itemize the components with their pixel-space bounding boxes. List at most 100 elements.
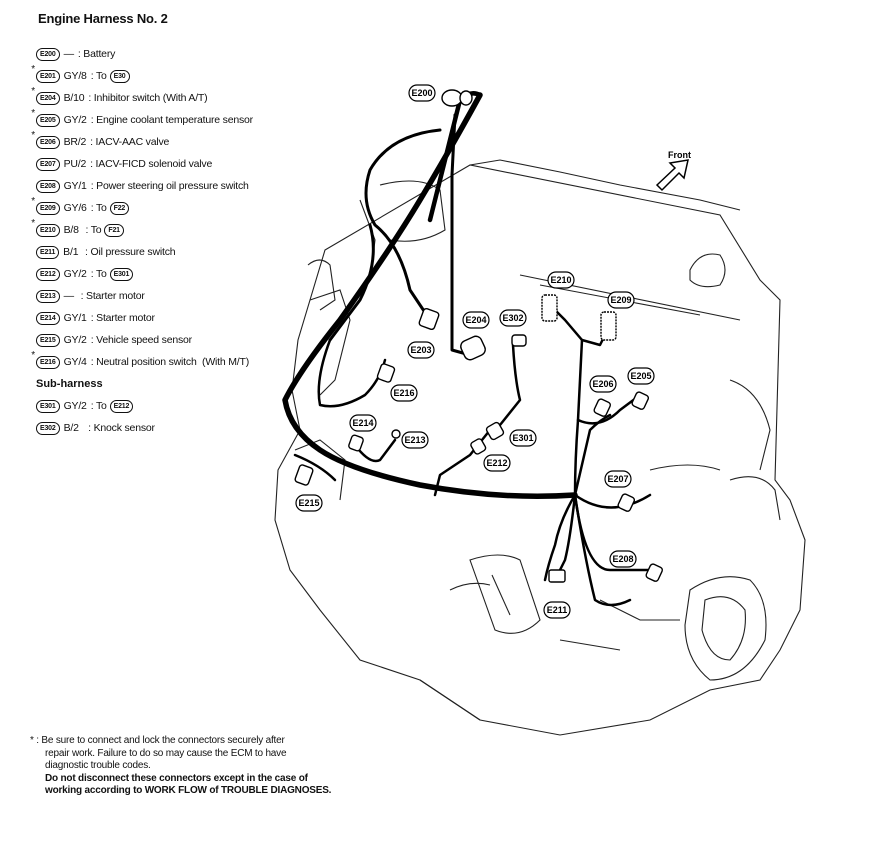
connector-badge: E216 (36, 355, 60, 369)
required-star: * (31, 86, 35, 97)
connector-description: : Starter motor (77, 290, 145, 302)
connector-label-e203: E203 (407, 341, 435, 359)
wire-spec: B/10 (63, 92, 85, 104)
connector-badge: E208 (36, 179, 60, 193)
wire-spec: — (63, 290, 75, 302)
connector-label-e204: E204 (462, 311, 490, 329)
wire-spec: GY/1 (63, 180, 87, 192)
wire-spec: GY/1 (63, 312, 87, 324)
connector-label-e210: E210 (547, 271, 575, 289)
connector-e206 (593, 398, 612, 417)
note-line: * : Be sure to connect and lock the conn… (30, 735, 285, 746)
wire-spec: GY/2 (63, 400, 87, 412)
connector-description: : To (90, 400, 107, 412)
connector-code: E203 (410, 345, 431, 355)
connector-code: E216 (393, 388, 414, 398)
connector-e208 (645, 563, 664, 582)
connector-label-e209: E209 (607, 291, 635, 309)
connector-label-e302: E302 (499, 309, 527, 327)
wire-spec: GY/4 (63, 356, 87, 368)
connector-badge: E212 (36, 267, 60, 281)
connector-code: E207 (607, 474, 628, 484)
connector-badge: E301 (36, 399, 60, 413)
connector-badge: E206 (36, 135, 60, 149)
connector-code: E200 (411, 88, 432, 98)
note-line: diagnostic trouble codes. (45, 760, 151, 771)
connector-code: E211 (547, 605, 568, 615)
required-star: * (31, 196, 35, 207)
connector-badge: E210 (36, 223, 60, 237)
connector-description: : Neutral position switch (With M/T) (90, 356, 250, 368)
legend-row: E213— : Starter motor (26, 286, 145, 306)
connector-e214 (348, 434, 364, 452)
connector-badge: E204 (36, 91, 60, 105)
wire-spec: B/2 (63, 422, 79, 434)
connector-code: E212 (486, 458, 507, 468)
required-star: * (31, 130, 35, 141)
connector-e207 (617, 493, 636, 512)
connector-code: E210 (550, 275, 571, 285)
connector-badge: E213 (36, 289, 60, 303)
wire-spec: B/8 (63, 224, 79, 236)
connector-code: E208 (612, 554, 633, 564)
wire-spec: GY/6 (63, 202, 87, 214)
note-line: Do not disconnect these connectors excep… (45, 772, 308, 784)
caution-note: * : Be sure to connect and lock the conn… (30, 735, 360, 798)
connector-e205 (631, 391, 650, 410)
connector-e209 (600, 311, 617, 341)
connector-description: : Oil pressure switch (82, 246, 176, 258)
required-star: * (31, 218, 35, 229)
front-label: Front (668, 150, 691, 160)
connector-description: : To (82, 224, 102, 236)
connector-badge: E215 (36, 333, 60, 347)
reference-badge: E301 (109, 267, 134, 281)
connector-label-e215: E215 (295, 494, 323, 512)
connector-code: E209 (610, 295, 631, 305)
note-line: repair work. Failure to do so may cause … (45, 747, 287, 759)
connector-code: E204 (465, 315, 486, 325)
front-arrow-icon (655, 159, 689, 192)
connector-badge: E205 (36, 113, 60, 127)
connector-badge: E211 (36, 245, 60, 259)
connector-e215 (294, 464, 314, 486)
connector-label-e200: E200 (408, 84, 436, 102)
connector-description: : Vehicle speed sensor (90, 334, 192, 346)
connector-code: E302 (502, 313, 523, 323)
connector-e211 (548, 569, 566, 583)
connector-label-e207: E207 (604, 470, 632, 488)
connector-e213 (391, 429, 401, 439)
legend-row: E200—: Battery (26, 44, 115, 64)
connector-description: : IACV-AAC valve (90, 136, 170, 148)
connector-e216 (376, 363, 396, 383)
connector-code: E205 (630, 371, 651, 381)
reference-badge: F22 (109, 201, 130, 215)
required-star: * (31, 350, 35, 361)
connectors (294, 89, 664, 583)
connector-description: : Power steering oil pressure switch (90, 180, 249, 192)
connector-label-e214: E214 (349, 414, 377, 432)
connector-badge: E302 (36, 421, 60, 435)
connector-description: : IACV-FICD solenoid valve (90, 158, 213, 170)
connector-e204 (460, 335, 486, 361)
connector-label-e206: E206 (589, 375, 617, 393)
connector-e203 (418, 307, 440, 331)
connector-code: E206 (592, 379, 613, 389)
connector-description: : Knock sensor (82, 422, 155, 434)
connector-label-e208: E208 (609, 550, 637, 568)
connector-description: : To (90, 70, 107, 82)
connector-description: : Engine coolant temperature sensor (90, 114, 253, 126)
